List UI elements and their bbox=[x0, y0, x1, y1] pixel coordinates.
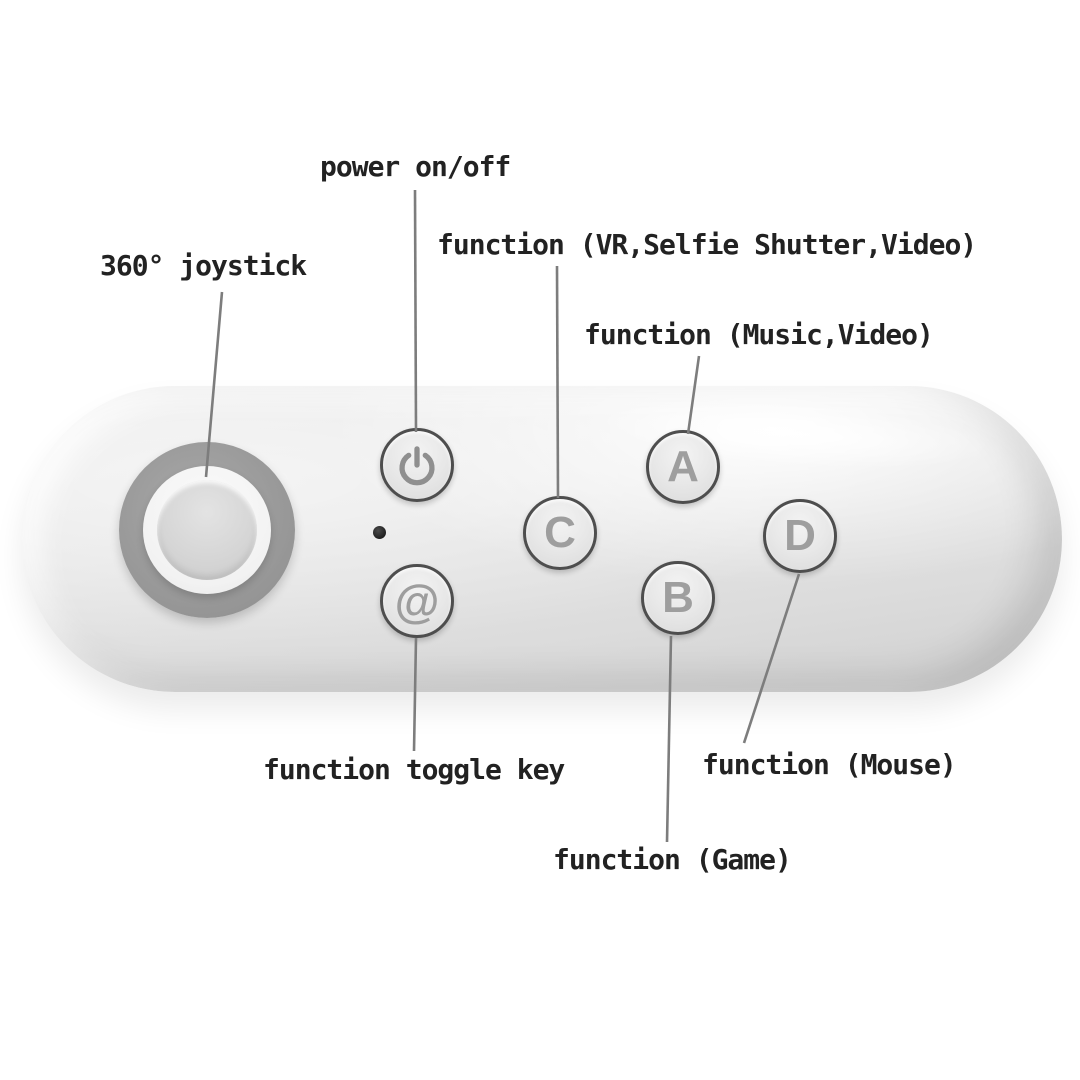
d-button-letter: D bbox=[784, 511, 816, 560]
c-button-letter: C bbox=[544, 508, 576, 557]
toggle-button-glyph: @ bbox=[394, 575, 440, 627]
b-button-letter: B bbox=[662, 573, 694, 622]
a-button-letter: A bbox=[667, 442, 699, 491]
label-function-toggle: function toggle key bbox=[263, 753, 565, 786]
label-function-a: function (Music,Video) bbox=[584, 318, 934, 351]
d-button: D bbox=[763, 499, 837, 573]
a-button: A bbox=[646, 430, 720, 504]
led-indicator bbox=[373, 526, 386, 539]
label-power-on-off: power on/off bbox=[320, 150, 511, 183]
label-function-b: function (Game) bbox=[553, 843, 792, 876]
power-icon bbox=[399, 446, 435, 486]
c-button: C bbox=[523, 496, 597, 570]
joystick-cap bbox=[157, 480, 257, 580]
label-function-d: function (Mouse) bbox=[702, 748, 957, 781]
function-toggle-button: @ bbox=[380, 564, 454, 638]
joystick bbox=[119, 442, 295, 618]
joystick-ring bbox=[143, 466, 271, 594]
label-function-c: function (VR,Selfie Shutter,Video) bbox=[437, 228, 977, 261]
power-button bbox=[380, 428, 454, 502]
remote-body: @ C A B D bbox=[22, 386, 1062, 692]
b-button: B bbox=[641, 561, 715, 635]
label-360-joystick: 360° joystick bbox=[100, 249, 307, 282]
